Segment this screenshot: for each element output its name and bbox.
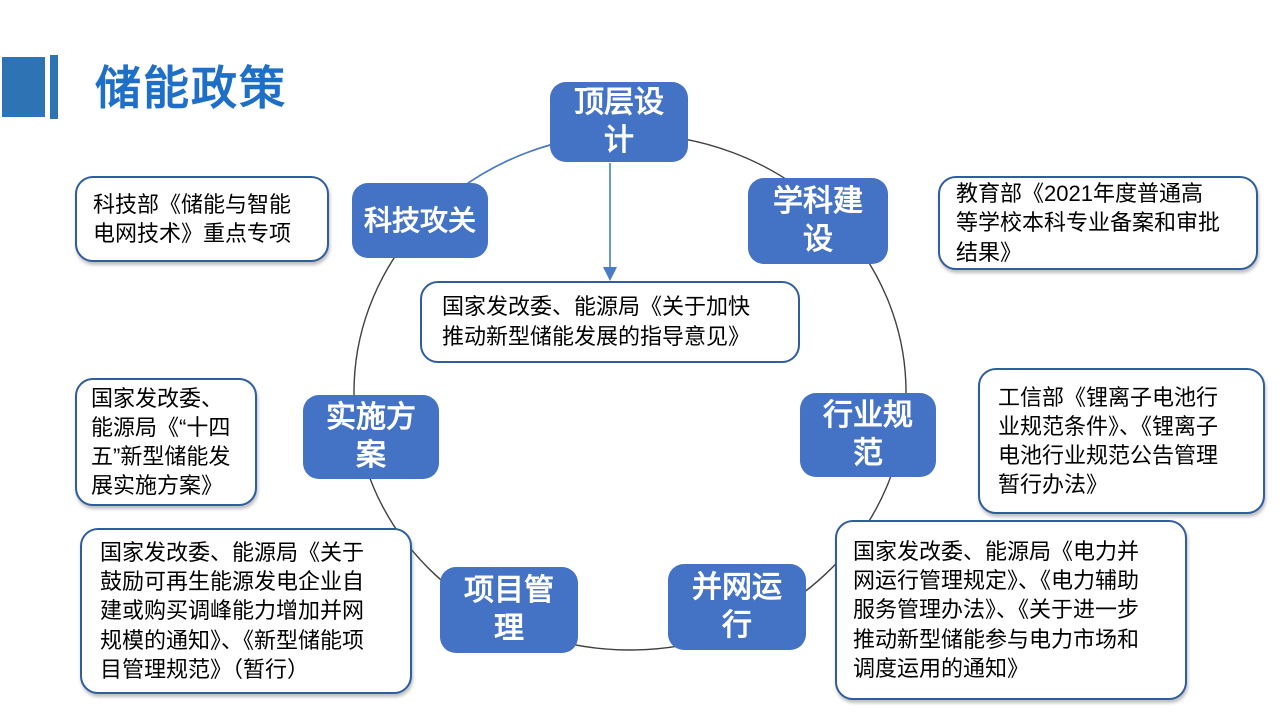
center-policy-text: 国家发改委、能源局《关于加快推动新型储能发展的指导意见》 [442, 294, 751, 349]
title-accent-bar [50, 55, 58, 119]
callout-tech-research: 科技部《储能与智能电网技术》重点专项 [75, 176, 329, 262]
title-accent-square [2, 57, 45, 117]
node-top-level-design: 顶层设 计 [550, 82, 688, 162]
callout-project-management: 国家发改委、能源局《关于鼓励可再生能源发电企业自建或购买调峰能力增加并网规模的通… [80, 528, 412, 694]
callout-text: 教育部《2021年度普通高等学校本科专业备案和审批结果》 [956, 181, 1221, 265]
flow-arrow-head [603, 267, 617, 281]
callout-implementation-plan: 国家发改委、能源局《“十四五”新型储能发展实施方案》 [75, 378, 257, 506]
page-title: 储能政策 [95, 62, 287, 114]
callout-text: 国家发改委、能源局《关于鼓励可再生能源发电企业自建或购买调峰能力增加并网规模的通… [100, 540, 365, 682]
node-discipline-construction: 学科建 设 [748, 178, 888, 264]
callout-grid-operation: 国家发改委、能源局《电力并网运行管理规定》、《电力辅助服务管理办法》、《关于进一… [835, 520, 1187, 700]
node-tech-research: 科技攻关 [352, 183, 488, 258]
callout-text: 科技部《储能与智能电网技术》重点专项 [93, 191, 292, 246]
callout-industry-standard: 工信部《锂离子电池行业规范条件》、《锂离子电池行业规范公告管理暂行办法》 [978, 368, 1265, 514]
node-implementation-plan: 实施方 案 [303, 395, 439, 479]
callout-text: 国家发改委、能源局《“十四五”新型储能发展实施方案》 [91, 385, 231, 499]
node-grid-operation: 并网运 行 [668, 564, 806, 650]
center-policy-box: 国家发改委、能源局《关于加快推动新型储能发展的指导意见》 [420, 281, 800, 363]
node-project-management: 项目管 理 [440, 567, 578, 653]
node-industry-standard: 行业规 范 [800, 393, 936, 477]
callout-text: 国家发改委、能源局《电力并网运行管理规定》、《电力辅助服务管理办法》、《关于进一… [853, 539, 1140, 681]
callout-text: 工信部《锂离子电池行业规范条件》、《锂离子电池行业规范公告管理暂行办法》 [998, 384, 1219, 498]
callout-discipline-construction: 教育部《2021年度普通高等学校本科专业备案和审批结果》 [938, 176, 1258, 270]
